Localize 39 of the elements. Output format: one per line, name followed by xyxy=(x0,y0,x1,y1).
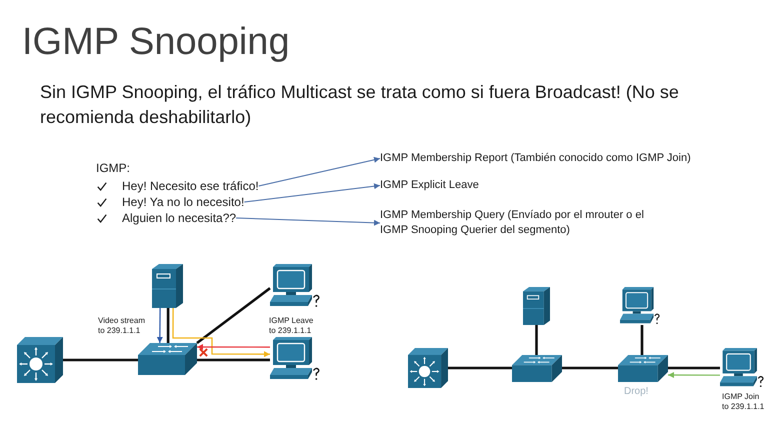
description-text: IGMP Explicit Leave xyxy=(380,178,479,193)
switch-icon xyxy=(138,343,197,375)
server-icon xyxy=(152,264,183,308)
connection-line xyxy=(197,358,270,362)
switch-icon xyxy=(512,355,562,382)
connection-line xyxy=(166,308,170,343)
list-item: Hey! Necesito ese tráfico! xyxy=(122,178,259,194)
status-text: Drop! xyxy=(624,385,648,398)
server-icon xyxy=(523,287,550,325)
computer-icon xyxy=(620,287,660,325)
connection-line xyxy=(535,325,538,355)
edge-label: IGMP Leave to 239.1.1.1 xyxy=(269,316,316,336)
annotation-text: IGMP Join to 239.1.1.1 xyxy=(722,392,766,412)
arrow xyxy=(156,308,163,343)
connection-line xyxy=(448,366,512,370)
list-heading: IGMP: xyxy=(96,161,130,176)
router-icon xyxy=(17,337,63,383)
description-text: IGMP Membership Report (También conocido como IGMP Join) xyxy=(380,151,691,166)
connection-line xyxy=(562,366,618,370)
arrow xyxy=(244,183,380,202)
connection-line xyxy=(668,366,720,370)
arrow xyxy=(236,218,380,226)
arrow xyxy=(668,372,720,378)
computer-icon xyxy=(270,264,320,308)
title: IGMP Snooping xyxy=(22,22,290,64)
description-text: IGMP Membership Query (Envíado por el mrouter o el IGMP Snooping Querier del segmento) xyxy=(380,208,662,238)
list-item: Hey! Ya no lo necesito! xyxy=(122,194,244,210)
switch-icon xyxy=(618,355,668,382)
router-icon xyxy=(408,348,448,388)
list-item: Alguien lo necesita?? xyxy=(122,210,236,226)
computer-icon xyxy=(720,348,764,388)
arrow xyxy=(258,156,380,186)
connection-line xyxy=(196,287,271,344)
subtitle: Sin IGMP Snooping, el tráfico Multicast se trata como si fuera Broadcast! (No se recomienda deshabilitarlo) xyxy=(40,81,680,129)
computer-icon xyxy=(270,337,320,381)
connection-line xyxy=(640,325,644,355)
arrow xyxy=(172,308,270,358)
connection-line xyxy=(63,358,138,362)
arrow xyxy=(197,344,270,350)
